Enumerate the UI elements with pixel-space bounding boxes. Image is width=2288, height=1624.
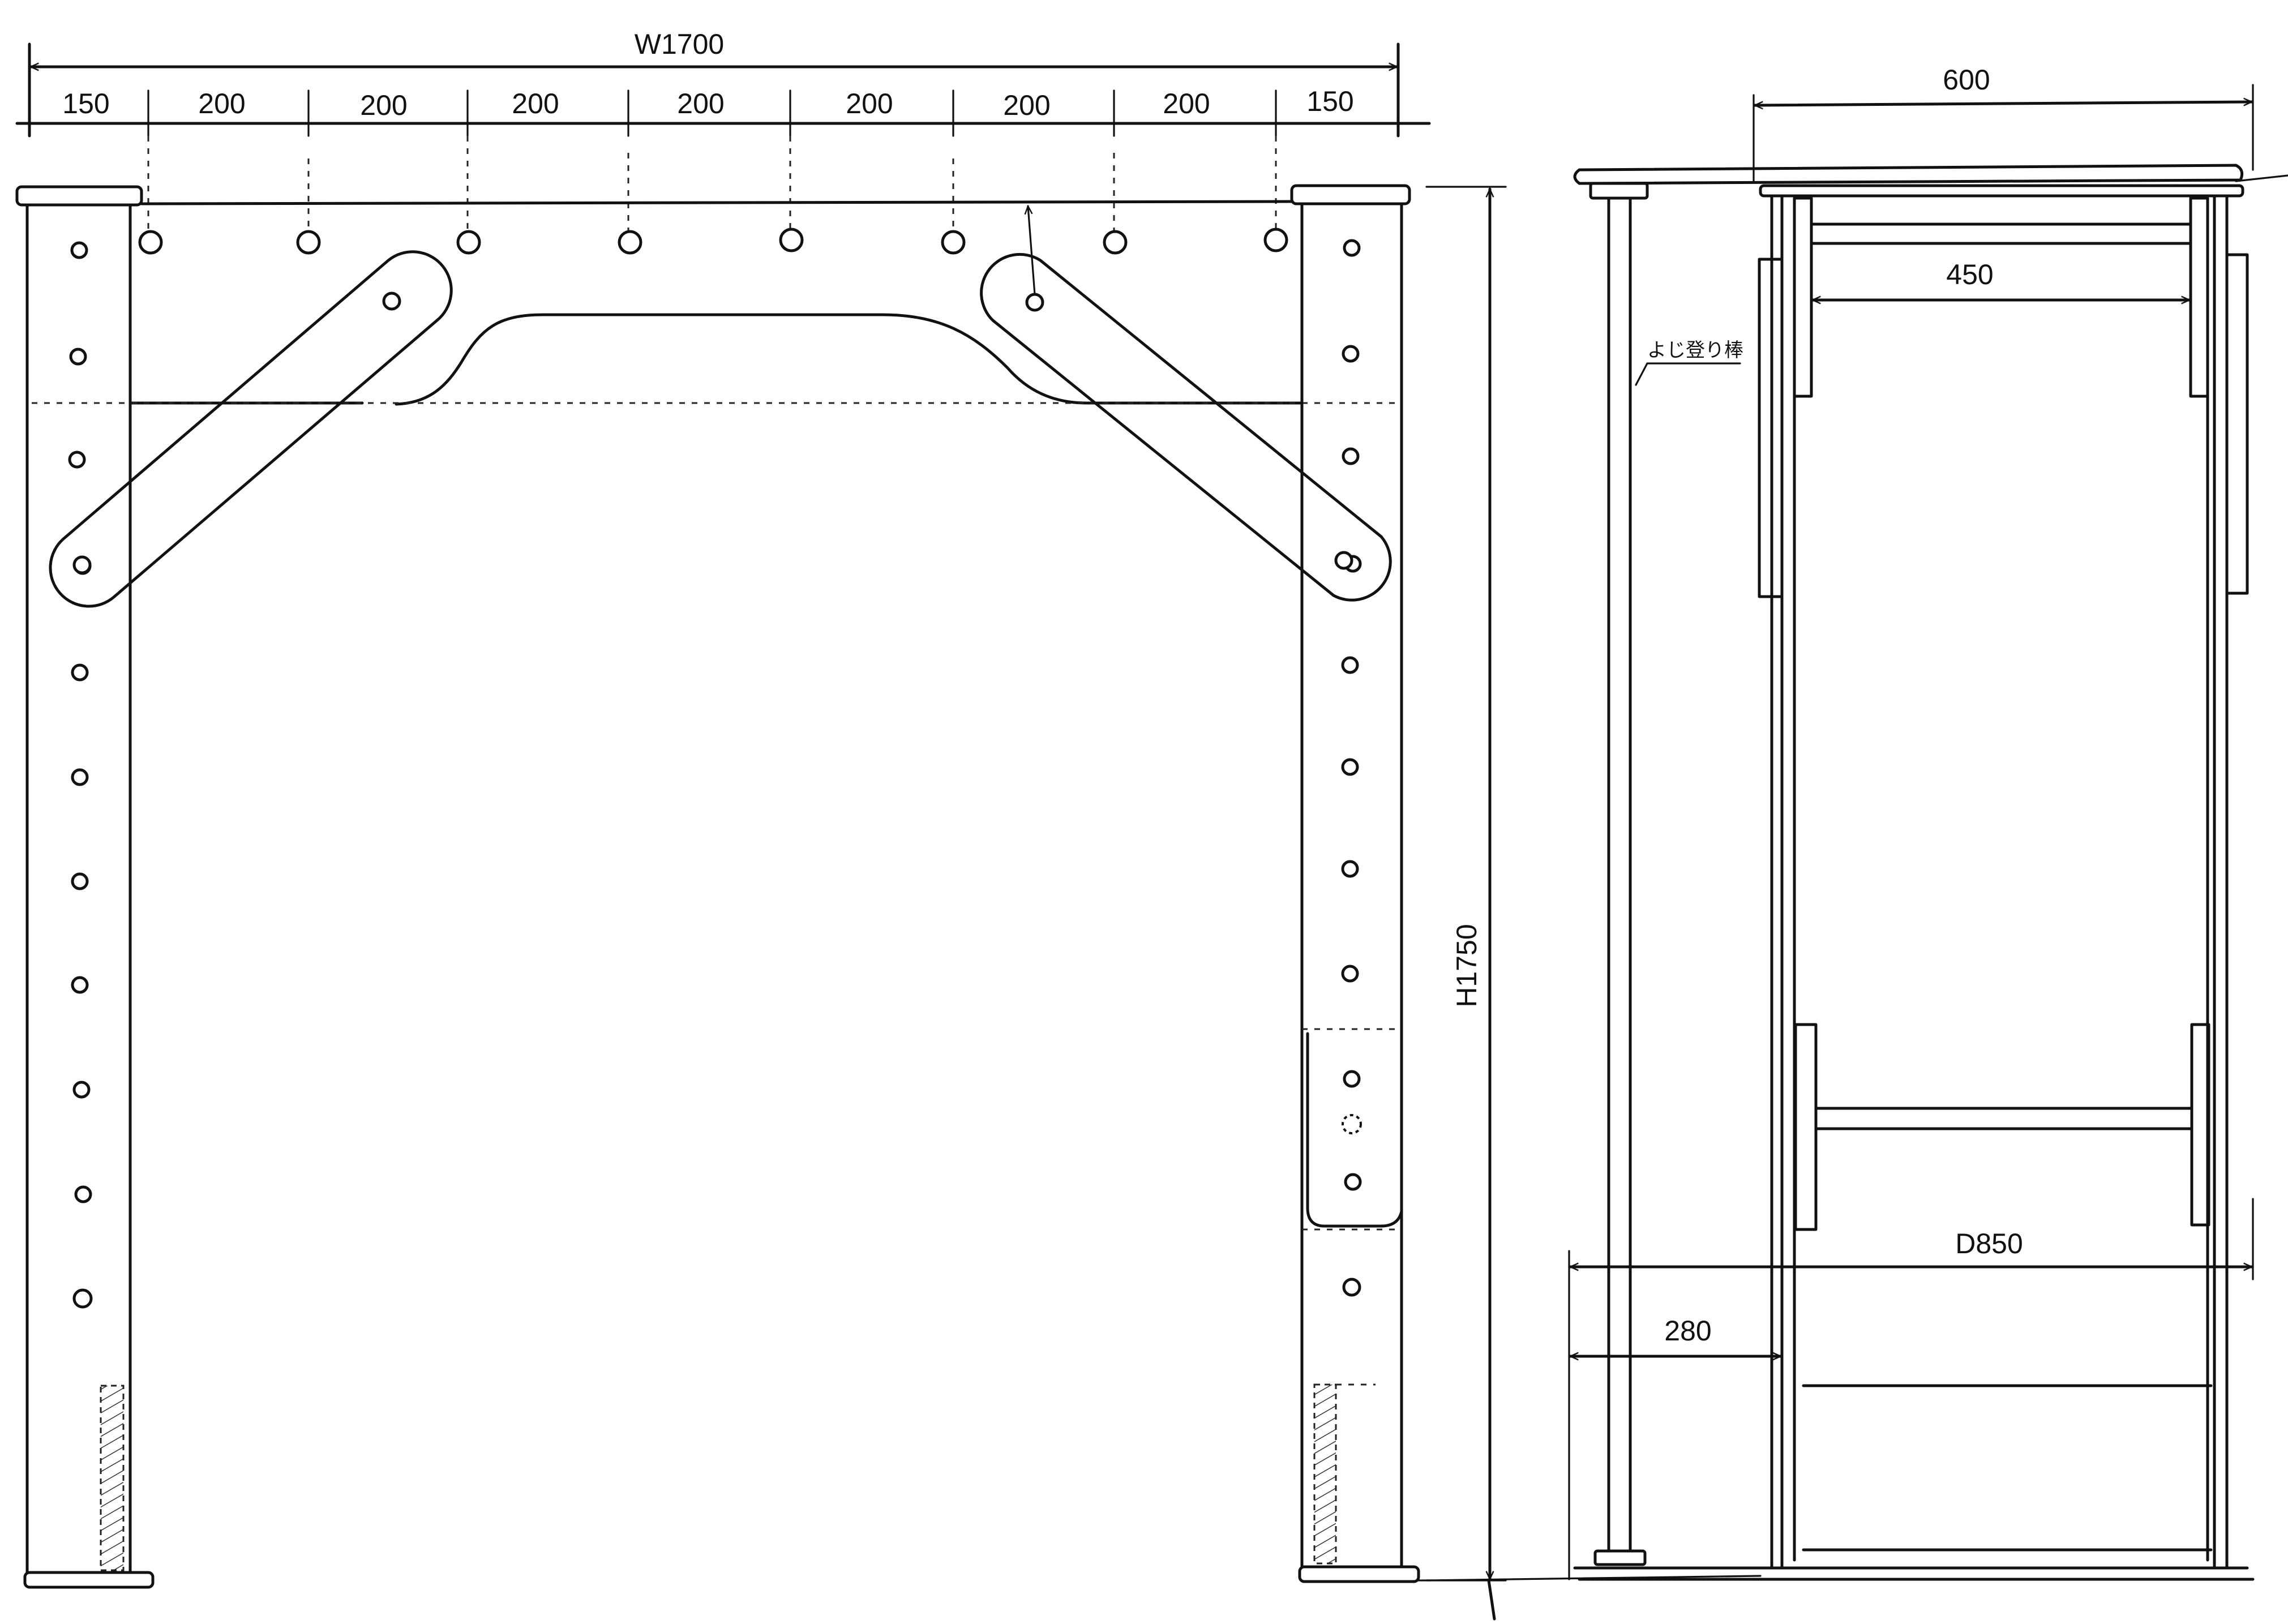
offset-dimension: 280	[1569, 1315, 1783, 1356]
right-post-holes	[1341, 239, 1362, 1297]
segment-label-7: 200	[1003, 89, 1050, 121]
height-dimension: H1750	[1417, 186, 1507, 1621]
overall-width-dimension: W1700	[28, 28, 1400, 138]
left-diagonal-brace	[49, 250, 453, 608]
right-diagonal-brace	[980, 206, 1392, 602]
segment-label-1: 150	[62, 88, 109, 119]
segment-label-3: 200	[360, 89, 407, 121]
left-post-hatch	[100, 1385, 125, 1571]
left-post	[23, 203, 155, 1589]
depth-label: D850	[1955, 1228, 2023, 1259]
segment-label-9: 150	[1306, 85, 1353, 117]
segment-label-5: 200	[677, 88, 724, 119]
beam-holes	[138, 228, 1288, 255]
segment-label-2: 200	[198, 88, 245, 119]
offset-label: 280	[1664, 1315, 1711, 1347]
segment-label-4: 200	[512, 88, 559, 119]
right-post-hatch	[1313, 1383, 1337, 1565]
depth-dimension: D850	[1568, 1198, 2254, 1580]
top-beam	[15, 184, 1411, 406]
pole-note: よじ登り棒	[1647, 339, 1743, 362]
side-view: 600 よじ登り棒	[1425, 64, 2288, 1582]
inner-width-dimension: 450	[1811, 259, 2191, 300]
inner-width-label: 450	[1946, 259, 1993, 290]
segment-label-6: 200	[846, 88, 893, 119]
side-inner-frame	[1793, 196, 2213, 1562]
overall-width-label: W1700	[635, 28, 724, 60]
climbing-pole: よじ登り棒	[1589, 182, 1743, 1566]
side-top-board	[1573, 164, 2288, 198]
top-width-label: 600	[1943, 64, 1990, 96]
side-outer-frame	[1425, 194, 2255, 1582]
top-width-dimension: 600	[1753, 64, 2254, 182]
front-view: W1700	[15, 28, 1431, 1589]
right-post	[1298, 202, 1420, 1583]
segment-label-8: 200	[1163, 88, 1210, 119]
segment-dimensions: 150 200 200 200 200 200 200 200 150	[15, 85, 1431, 238]
left-post-holes	[68, 241, 93, 1309]
height-label: H1750	[1451, 924, 1483, 1007]
